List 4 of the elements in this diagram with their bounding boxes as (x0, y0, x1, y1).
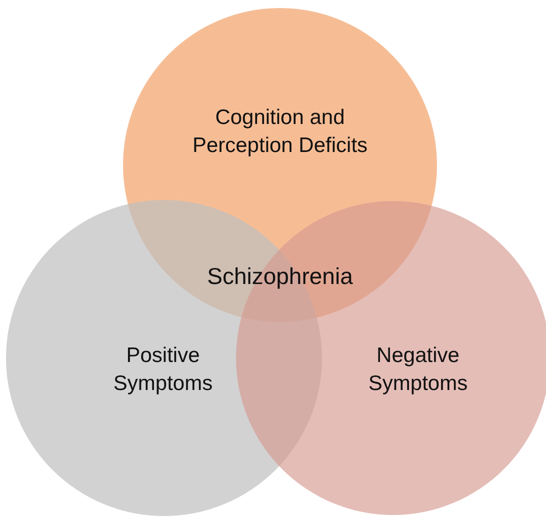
circle-label: Negative Symptoms (367, 343, 469, 397)
circle-label: Cognition and Perception Deficits (191, 105, 369, 159)
circle-label: Positive Symptoms (112, 343, 214, 397)
center-label: Schizophrenia (206, 262, 354, 290)
